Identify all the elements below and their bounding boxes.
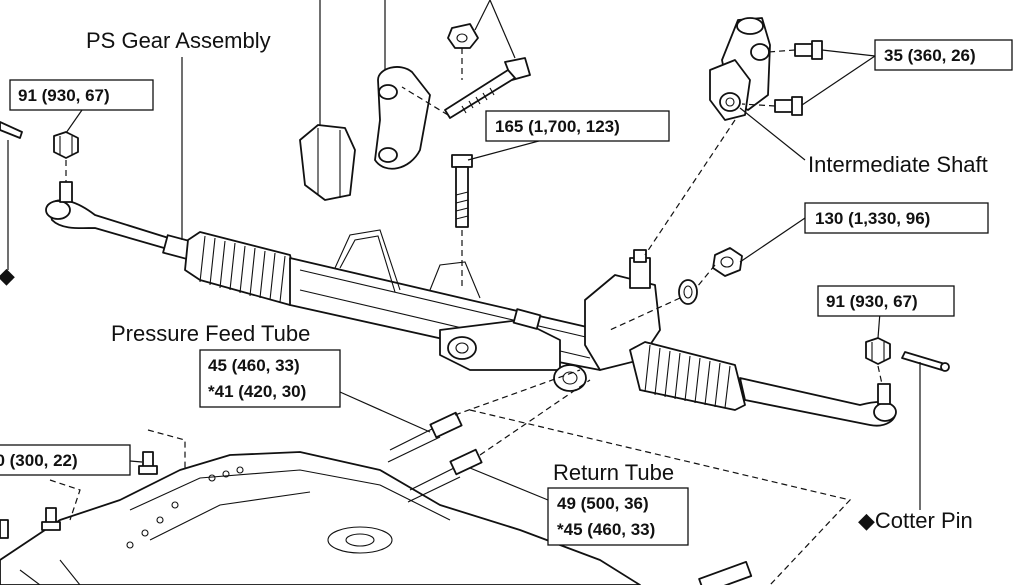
- crossmember-bolts: [0, 429, 186, 539]
- torque-right-tie-rod: 91 (930, 67): [826, 292, 918, 311]
- crossmember-bolt-holes: [126, 466, 244, 549]
- ps-gear-assembly-label: PS Gear Assembly: [86, 28, 271, 53]
- cotter-pin: [901, 351, 950, 372]
- bracket-nut-and-bolt: [319, 0, 531, 125]
- torque-box-pressure-feed: 45 (460, 33) *41 (420, 30): [199, 349, 341, 408]
- torque-box-mounting-bolt: 165 (1,700, 123): [485, 110, 670, 142]
- pressure-feed-tube-end: [387, 369, 581, 463]
- torque-intermediate-shaft: 35 (360, 26): [884, 46, 976, 65]
- torque-box-crossmember: 30 (300, 22): [0, 444, 131, 476]
- intermediate-shaft: [709, 17, 771, 121]
- pressure-feed-tube-label: Pressure Feed Tube: [111, 321, 310, 346]
- torque-left-tie-rod: 91 (930, 67): [18, 86, 110, 105]
- torque-crossmember: 30 (300, 22): [0, 451, 78, 470]
- front-crossmember: [0, 451, 753, 585]
- mounting-bolt: [451, 154, 473, 290]
- diamond-marker: ◆: [858, 508, 875, 533]
- left-cotter-pin: [0, 121, 23, 139]
- rack-bushing: [299, 124, 356, 201]
- torque-box-return-tube: 49 (500, 36) *45 (460, 33): [547, 487, 689, 546]
- cotter-pin-label: ◆Cotter Pin: [858, 508, 973, 533]
- torque-box-intermediate-shaft: 35 (360, 26): [874, 39, 1013, 71]
- torque-mounting-bolt: 165 (1,700, 123): [495, 117, 620, 136]
- torque-box-right-tie-rod: 91 (930, 67): [817, 285, 955, 317]
- torque-return-1: 49 (500, 36): [557, 494, 649, 513]
- ps-gear-assembly: [45, 181, 897, 427]
- leader-lines: [7, 49, 921, 510]
- right-tie-rod-nut: [865, 337, 891, 385]
- torque-pressure-feed-2: *41 (420, 30): [208, 382, 306, 401]
- return-tube-label: Return Tube: [553, 460, 674, 485]
- intermediate-shaft-bolts: [644, 40, 823, 256]
- torque-box-left-tie-rod: 91 (930, 67): [9, 79, 154, 111]
- mounting-nut: [609, 247, 743, 331]
- torque-return-2: *45 (460, 33): [557, 520, 655, 539]
- return-line-guide: [469, 409, 852, 585]
- return-tube-end: [407, 379, 591, 503]
- left-diamond-marker: ◆: [0, 263, 15, 288]
- torque-mounting-nut: 130 (1,330, 96): [815, 209, 930, 228]
- left-tie-rod-nut: [53, 131, 79, 182]
- bushing-bracket: [374, 66, 431, 170]
- torque-box-mounting-nut: 130 (1,330, 96): [804, 202, 989, 234]
- torque-pressure-feed-1: 45 (460, 33): [208, 356, 300, 375]
- intermediate-shaft-label: Intermediate Shaft: [808, 152, 988, 177]
- cotter-pin-text: Cotter Pin: [875, 508, 973, 533]
